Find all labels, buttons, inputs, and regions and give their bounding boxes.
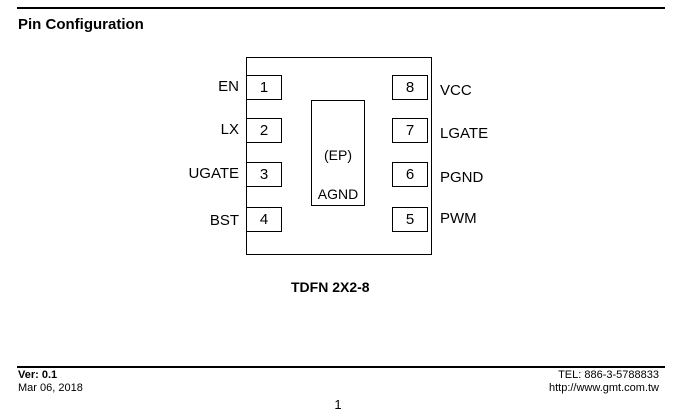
pin-4-pad: 4	[246, 207, 282, 232]
pin-2-label: LX	[220, 121, 239, 138]
exposed-pad-net: AGND	[317, 186, 359, 202]
package-name: TDFN 2X2-8	[291, 279, 370, 295]
page-number: 1	[334, 397, 342, 412]
pin-7-pad: 7	[392, 118, 428, 143]
pin-3-label: UGATE	[188, 165, 239, 182]
pin-7-label: LGATE	[440, 125, 489, 142]
exposed-pad: (EP) AGND	[311, 100, 365, 206]
date-text: Mar 06, 2018	[18, 382, 83, 394]
bottom-rule	[17, 366, 665, 368]
package-outline	[246, 57, 432, 255]
website-url: http://www.gmt.com.tw	[548, 382, 659, 394]
pin-5-label: PWM	[440, 210, 477, 227]
pin-1-label: EN	[218, 78, 239, 95]
exposed-pad-label: (EP)	[324, 147, 352, 163]
pin-8-label: VCC	[440, 82, 472, 99]
pin-6-pad: 6	[392, 162, 428, 187]
pin-3-pad: 3	[246, 162, 282, 187]
top-rule	[17, 7, 665, 9]
section-title: Pin Configuration	[18, 16, 144, 33]
pin-6-label: PGND	[440, 169, 484, 186]
pin-4-label: BST	[209, 212, 239, 229]
pin-1-pad: 1	[246, 75, 282, 100]
pin-2-pad: 2	[246, 118, 282, 143]
pin-8-pad: 8	[392, 75, 428, 100]
telephone-text: TEL: 886-3-5788833	[558, 369, 659, 381]
pin-5-pad: 5	[392, 207, 428, 232]
version-text: Ver: 0.1	[18, 369, 58, 381]
